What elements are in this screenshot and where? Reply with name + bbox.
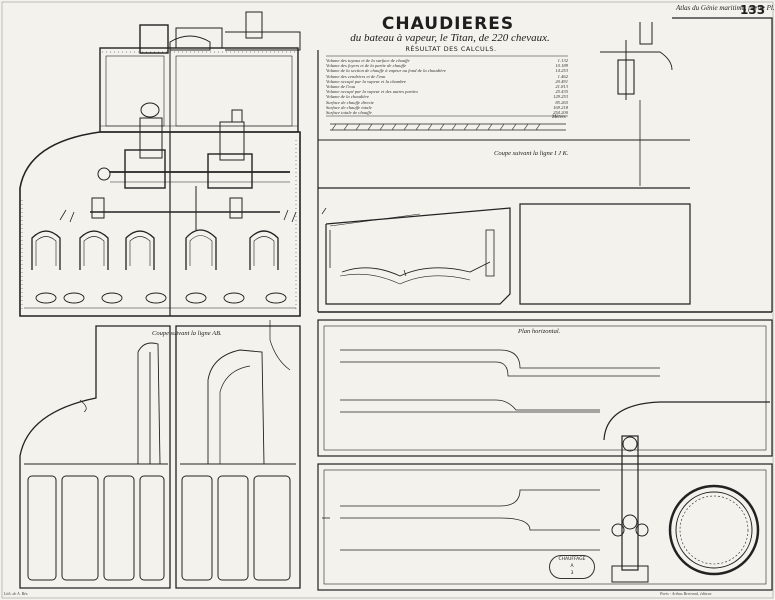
results-row-value: 1.462 xyxy=(557,73,568,79)
caption-plan: Plan horizontal. xyxy=(518,328,561,335)
results-title: RÉSULTAT DES CALCULS. xyxy=(405,45,497,53)
results-row-label: Volume occupé par la vapeur et la chambr… xyxy=(326,78,407,84)
plan-view xyxy=(317,319,773,591)
scale-label: Mètres xyxy=(552,115,566,120)
results-row-label: Volume des cendriers et de l'eau xyxy=(326,73,386,79)
footer-right: Paris - Arthus Bertrand, éditeur. xyxy=(660,591,712,596)
results-row-label: Surface de chauffe directe xyxy=(326,99,374,105)
results-row: Surface totale de chauffe 254.200 xyxy=(326,110,568,116)
results-row: Volume des foyers et de la partie de cha… xyxy=(326,63,568,69)
results-row-label: Volume occupé par la vapeur et des autre… xyxy=(326,89,418,95)
page-subtitle: du bateau à vapeur, le Titan, de 220 che… xyxy=(350,32,550,44)
results-row-value: 14.253 xyxy=(555,68,568,74)
results-row: Volume occupé par la vapeur et des autre… xyxy=(326,89,568,95)
results-row: Volume des tuyaux et de la surface de ch… xyxy=(326,58,568,64)
plate-number: 133 xyxy=(740,3,766,17)
atlas-label: Atlas du Génie maritime, partie Pl. xyxy=(676,4,775,12)
results-row-label: Volume de la chaudière xyxy=(326,94,370,100)
chauffage-stamp: CHAUFFAGE A 3 xyxy=(549,555,595,579)
results-row-value: 10.189 xyxy=(555,63,568,69)
results-row-value: 129.253 xyxy=(553,94,568,100)
results-row-value: 25.435 xyxy=(555,89,568,95)
results-row: Volume de la chaudière 129.253 xyxy=(326,94,568,100)
footer-left: Lith. de A. Bès. xyxy=(4,591,29,596)
stamp-line-3: 3 xyxy=(570,571,574,576)
caption-section-ab: Coupe suivant la ligne AB. xyxy=(152,330,222,337)
results-row-label: Volume de la section de chauffe à vapeur… xyxy=(326,68,447,74)
section-ab xyxy=(19,320,301,589)
results-row: Volume occupé par la vapeur et la chambr… xyxy=(326,79,568,85)
results-row: Volume des cendriers et de l'eau 1.462 xyxy=(326,74,568,80)
caption-section-ijk: Coupe suivant la ligne I J K. xyxy=(494,150,569,157)
results-row-value: 21.813 xyxy=(555,84,568,89)
results-row-value: 85.265 xyxy=(555,99,568,105)
results-row-label: Volume des tuyaux et de la surface de ch… xyxy=(326,58,410,63)
results-row-value: 20.491 xyxy=(555,78,568,84)
page-title: CHAUDIERES xyxy=(381,14,515,34)
results-row-label: Volume des foyers et de la partie de cha… xyxy=(326,63,407,69)
results-row-value: 169.218 xyxy=(553,104,568,110)
results-row: Volume de la section de chauffe à vapeur… xyxy=(326,68,568,74)
results-row: Surface de chauffe directe 85.265 xyxy=(326,100,568,106)
results-row-label: Surface de chauffe totale xyxy=(326,104,372,110)
front-elevation xyxy=(19,11,301,317)
stamp-line-2: A xyxy=(570,564,574,569)
stamp-line-1: CHAUFFAGE xyxy=(558,557,586,562)
results-row-value: 254.200 xyxy=(553,110,568,115)
results-row-value: 1.132 xyxy=(557,58,568,63)
results-row: Volume de l'eau 21.813 xyxy=(326,84,568,90)
results-row-label: Volume de l'eau xyxy=(326,84,356,89)
results-row: Surface de chauffe totale 169.218 xyxy=(326,105,568,111)
section-ijk xyxy=(317,17,773,313)
results-row-label: Surface totale de chauffe xyxy=(326,110,372,115)
